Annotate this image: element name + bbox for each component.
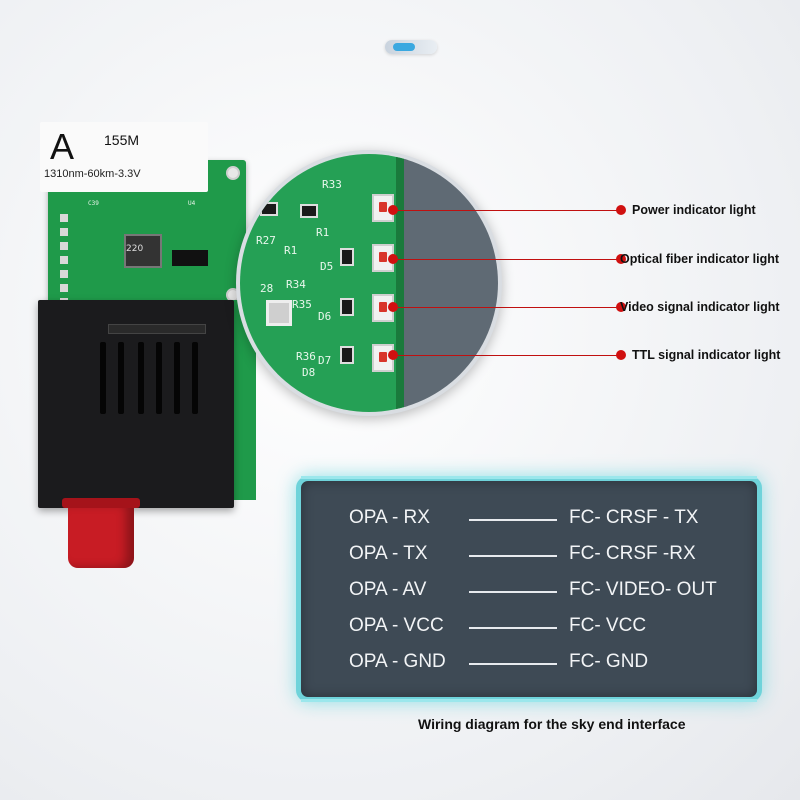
- callout-dot: [616, 205, 626, 215]
- callout-dot: [616, 254, 626, 264]
- callout-dot: [388, 254, 398, 264]
- wiring-left-rx: OPA - RX: [349, 507, 430, 528]
- callout-line: [398, 259, 618, 260]
- smd-component: [340, 346, 354, 364]
- indicator-label-video: Video signal indicator light: [620, 300, 780, 314]
- vent-slot: [100, 342, 106, 414]
- callout-line: [398, 355, 618, 356]
- module-letter: A: [50, 126, 75, 167]
- solder-pads: [60, 214, 68, 310]
- indicator-label-ttl: TTL signal indicator light: [632, 348, 781, 362]
- wiring-left-av: OPA - AV: [349, 579, 427, 600]
- vent-slot: [156, 342, 162, 414]
- indicator-label-power: Power indicator light: [632, 203, 756, 217]
- wiring-right-vcc: FC- VCC: [569, 615, 647, 636]
- wiring-right-rx: FC- CRSF - TX: [569, 507, 699, 528]
- silk-label: U4: [188, 200, 196, 207]
- wiring-right-gnd: FC- GND: [569, 651, 649, 672]
- callout-dot: [616, 350, 626, 360]
- silk-label: D8: [302, 366, 316, 379]
- callout-dot: [388, 205, 398, 215]
- wiring-left-vcc: OPA - VCC: [349, 615, 444, 636]
- silk-label: D7: [318, 354, 332, 367]
- wiring-connector-line: [469, 627, 557, 629]
- silk-label: D6: [318, 310, 332, 323]
- panel-glow-bottom: [301, 699, 757, 702]
- vent-slot: [192, 342, 198, 414]
- silk-label: R36: [296, 350, 316, 363]
- callout-dot: [388, 302, 398, 312]
- silk-label: R1: [316, 226, 330, 239]
- module-label: A 155M 1310nm-60km-3.3V: [40, 122, 208, 192]
- callout-line: [398, 307, 618, 308]
- magnifier-lens: R33 R27 R1 R1 D5 R35 R34 D6 D7 R36 D8 28: [236, 150, 502, 416]
- silk-label: R1: [284, 244, 298, 257]
- vent-slot: [174, 342, 180, 414]
- silk-label: R35: [292, 298, 312, 311]
- wiring-connector-line: [469, 591, 557, 593]
- panel-glow-top: [301, 476, 757, 479]
- vent-slot: [138, 342, 144, 414]
- smd-pad: [266, 300, 292, 326]
- inductor-marking: 220: [126, 244, 144, 254]
- wiring-panel: OPA - RX FC- CRSF - TX OPA - TX FC- CRSF…: [296, 476, 762, 702]
- ic-chip: [172, 250, 208, 266]
- indicator-label-fiber: Optical fiber indicator light: [620, 252, 780, 266]
- silk-label: R34: [286, 278, 306, 291]
- wiring-connector-line: [469, 555, 557, 557]
- smd-component: [340, 298, 354, 316]
- inductor-component: [124, 234, 162, 268]
- wiring-connector-line: [469, 663, 557, 665]
- silk-label: R27: [256, 234, 276, 247]
- module-bracket: [108, 324, 206, 334]
- smd-component: [300, 204, 318, 218]
- smd-component: [340, 248, 354, 266]
- fiber-connector-cap: [62, 498, 140, 568]
- wiring-connector-line: [469, 519, 557, 521]
- optical-transceiver-module: [38, 300, 234, 508]
- vent-slot: [118, 342, 124, 414]
- wiring-left-gnd: OPA - GND: [349, 651, 446, 672]
- callout-dot: [616, 302, 626, 312]
- silk-label: C39: [88, 200, 99, 207]
- wiring-caption: Wiring diagram for the sky end interface: [418, 716, 686, 732]
- wiring-right-tx: FC- CRSF -RX: [569, 543, 696, 564]
- silk-label: 28: [260, 282, 274, 295]
- wiring-right-av: FC- VIDEO- OUT: [569, 579, 717, 600]
- smd-component: [260, 202, 278, 216]
- module-spec: 1310nm-60km-3.3V: [44, 168, 141, 180]
- slider-indicator: [385, 40, 437, 54]
- callout-line: [398, 210, 618, 211]
- silk-label: D5: [320, 260, 334, 273]
- silk-label: R33: [322, 178, 342, 191]
- callout-dot: [388, 350, 398, 360]
- wiring-left-tx: OPA - TX: [349, 543, 428, 564]
- module-rate: 155M: [104, 132, 140, 148]
- mount-hole: [226, 166, 240, 180]
- enclosure-metal: [404, 154, 498, 412]
